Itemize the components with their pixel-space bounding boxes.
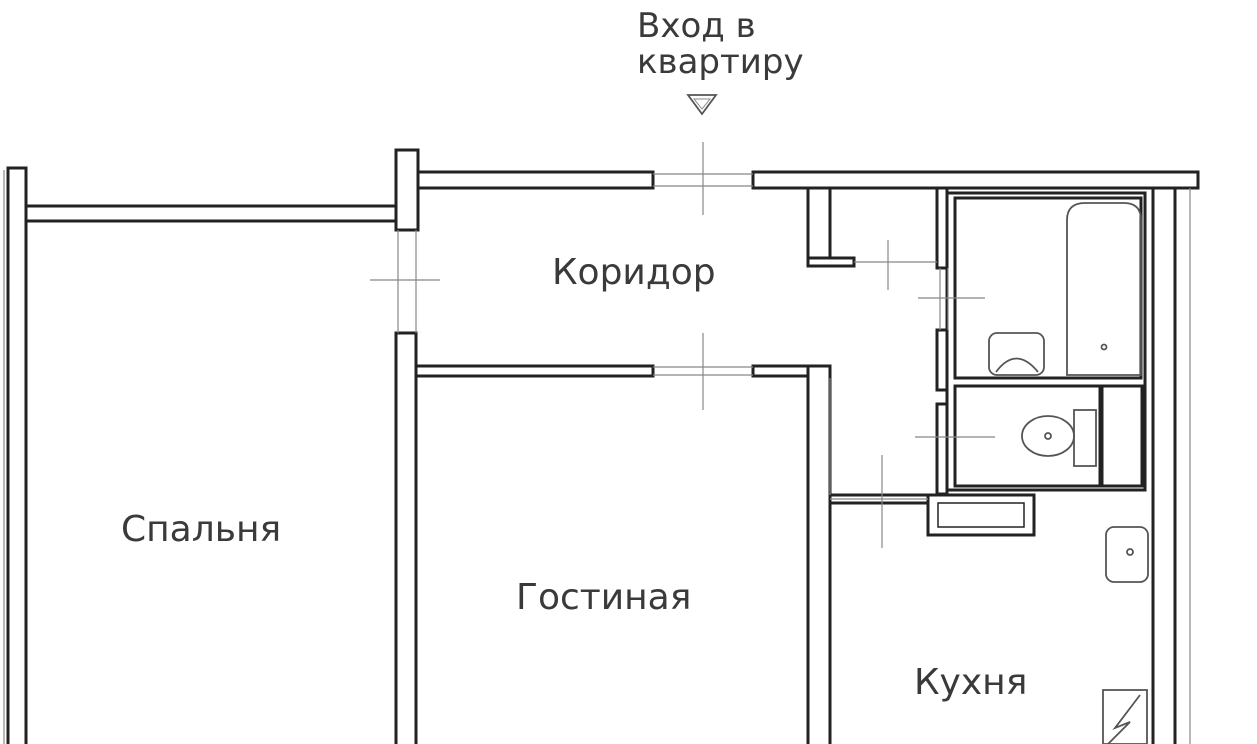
wall-living-kitchen — [806, 364, 832, 744]
room-label-kitchen: Кухня — [914, 662, 1028, 703]
entrance-label: Вход в квартиру — [637, 8, 804, 80]
entrance-arrow-icon — [686, 94, 718, 116]
bathtub — [1066, 202, 1142, 376]
electric-icon — [1107, 694, 1141, 744]
wall-wc-inner — [953, 384, 1102, 488]
entrance-label-line2: квартиру — [637, 42, 804, 82]
wall-corridor-living-left — [414, 364, 655, 378]
kitchen-counter-inner — [937, 502, 1025, 528]
wall-bedroom-living — [394, 331, 418, 744]
wall-front-left — [416, 170, 655, 190]
wall-outer-left — [6, 166, 28, 744]
wall-bath-room — [945, 191, 1147, 492]
wall-bedroom-top — [24, 204, 398, 223]
bathroom-sink — [988, 332, 1045, 376]
toilet-tank — [1073, 409, 1097, 467]
wall-outer-right — [1151, 186, 1177, 744]
room-label-living: Гостиная — [516, 577, 692, 618]
room-label-corridor: Коридор — [552, 252, 716, 293]
wall-pillar — [394, 148, 420, 232]
kitchen-vent — [1102, 689, 1148, 744]
wall-wc-shaft — [1100, 384, 1144, 488]
kitchen-counter — [926, 493, 1036, 537]
bathtub-drain — [1100, 343, 1108, 351]
wall-niche-bottom — [806, 256, 856, 268]
entrance-label-line1: Вход в — [637, 6, 756, 46]
wall-niche — [806, 186, 832, 266]
room-label-bedroom: Спальня — [121, 509, 282, 550]
kitchen-sink — [1105, 526, 1149, 583]
wall-front-right — [751, 170, 1200, 190]
